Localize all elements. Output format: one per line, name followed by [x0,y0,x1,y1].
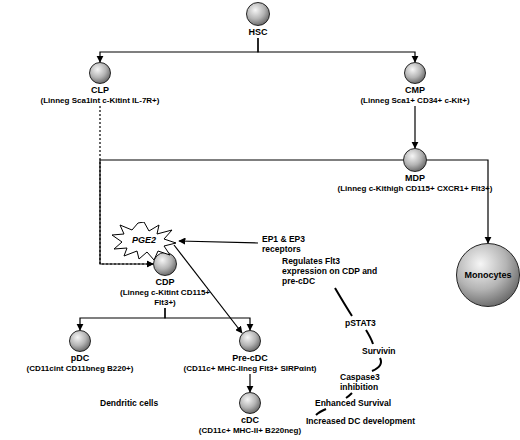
cell-node: cDC(CD11c+ MHC-II+ B220neg) [185,392,315,436]
pathway-line [346,393,352,398]
cell-node: CMP(Linneg Sca1+ CD34+ c-Kit+) [330,62,500,106]
cell-name: cDC [185,415,315,426]
connector-arrow [427,160,488,243]
pathway-line [335,288,352,316]
cell-name: Monocytes [464,270,511,280]
cell-node: MDP(Linneg c-Kithigh CD115+ CXCR1+ Flt3+… [320,148,510,194]
cell-circle [89,62,111,84]
receptor-arrow [179,241,258,243]
connector-arrow [258,38,415,62]
marker-phenotype: (Linneg Sca1+ CD34+ c-Kit+) [330,96,500,106]
marker-phenotype: (CD11c+ MHC-IIneg Flt3+ SIRPαint) [165,364,335,374]
connector-arrow [414,106,415,148]
pathway-label: Regulates Flt3 expression on CDP and pre… [282,256,387,286]
cell-node: CDP(Linneg c-Kitint CD115+ Flt3+) [115,252,215,308]
pathway-label: Survivin [362,346,422,356]
cell-circle [69,330,91,352]
mediator-label: PGE2 [112,235,176,246]
pathway-label: Enhanced Survival [315,398,415,408]
cell-name: MDP [320,173,510,184]
cell-name: pDC [15,353,145,364]
pathway-line [316,409,326,415]
cell-circle [246,2,270,26]
cell-name: HSC [228,27,288,38]
connector-arrow [80,308,165,330]
cell-node: Pre-cDC(CD11c+ MHC-IIneg Flt3+ SIRPαint) [165,330,335,374]
marker-phenotype: (Linneg Sca1int c-Kitint IL-7R+) [15,96,185,106]
pathway-label: EP1 & EP3 receptors [262,234,332,254]
cell-name: CLP [15,85,185,96]
pathway-label: Increased DC development [306,416,446,426]
marker-phenotype: (Linneg c-Kitint CD115+ Flt3+) [115,288,215,308]
group-label: Dendritic cells [100,398,180,408]
cell-circle [404,62,426,84]
cell-circle: Monocytes [456,243,520,307]
starburst-node: PGE2 [112,222,176,260]
cell-node: pDC(CD11cint CD11bneg B220+) [15,330,145,374]
pathway-label: pSTAT3 [345,318,405,328]
marker-phenotype: (CD11cint CD11bneg B220+) [15,364,145,374]
connector-arrow [100,160,403,264]
cell-name: CDP [115,277,215,288]
cell-node: Monocytes [456,243,520,307]
cell-circle [239,392,261,414]
marker-phenotype: (Linneg c-Kithigh CD115+ CXCR1+ Flt3+) [320,184,510,194]
marker-phenotype: (CD11c+ MHC-II+ B220neg) [185,426,315,436]
connector-arrow [249,374,250,392]
cell-node: HSC [228,2,288,38]
cell-name: Pre-cDC [165,353,335,364]
cell-circle [239,330,261,352]
pathway-line [366,330,373,344]
cell-circle [403,148,427,172]
cell-node: CLP(Linneg Sca1int c-Kitint IL-7R+) [15,62,185,106]
connector-arrow [100,38,258,62]
pathway-label: Caspase3 inhibition [340,372,395,392]
starburst-outline [112,222,176,260]
pathway-line [372,358,381,371]
cell-name: CMP [330,85,500,96]
cell-circle [153,252,177,276]
